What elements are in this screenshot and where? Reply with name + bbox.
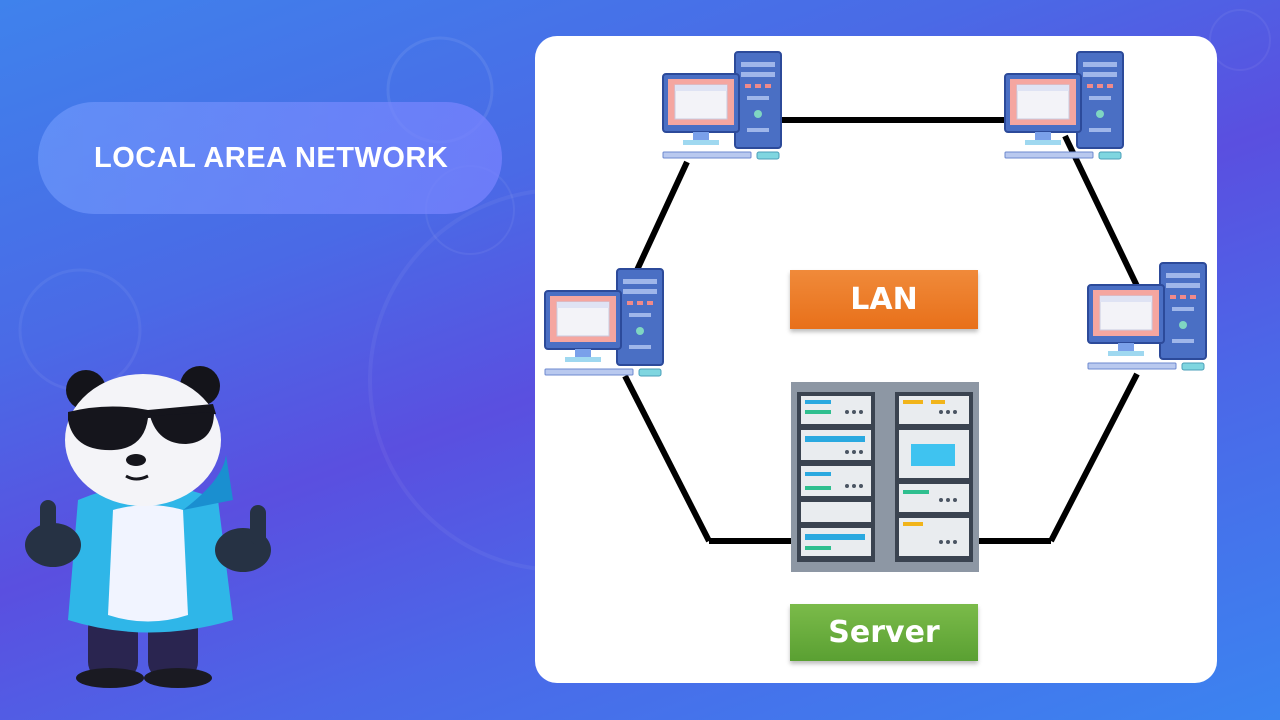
computer-icon-middle-left	[544, 268, 664, 377]
title-banner: LOCAL AREA NETWORK	[38, 102, 502, 214]
computer-icon-top-right	[1004, 51, 1124, 160]
server-rack-icon	[791, 382, 979, 572]
computer-icon-middle-right	[1087, 262, 1207, 371]
page-title: LOCAL AREA NETWORK	[94, 141, 449, 174]
panda-with-sunglasses-icon	[25, 366, 271, 688]
computer-icon-top-left	[662, 51, 782, 160]
server-label: Server	[790, 604, 978, 661]
network-diagram	[544, 51, 1207, 572]
network-diagram-card: LAN Server	[535, 36, 1217, 683]
lan-label: LAN	[790, 270, 978, 329]
